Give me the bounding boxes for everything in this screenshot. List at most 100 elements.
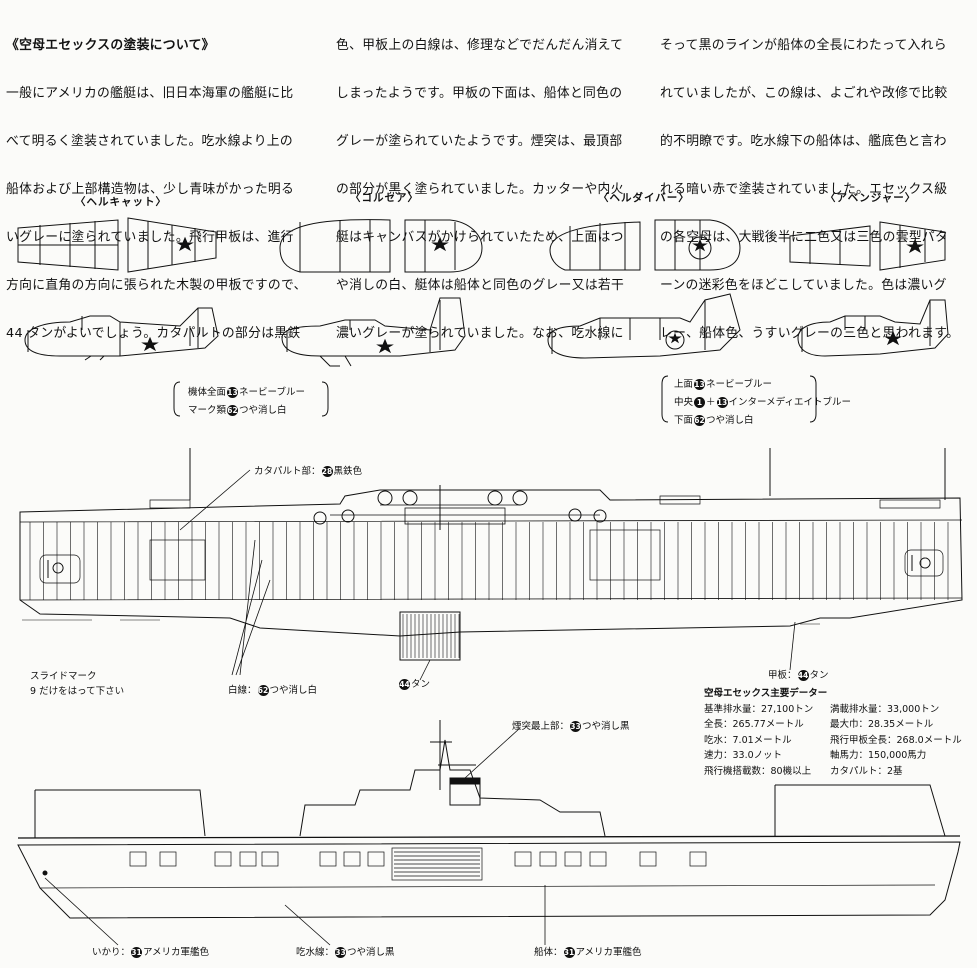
article-line: 一般にアメリカの艦艇は、旧日本海軍の艦艇に比 xyxy=(6,86,294,101)
legend-color: インターメディエイトブルー xyxy=(728,397,851,408)
legend-color: つや消し白 xyxy=(706,415,754,426)
article-line: 船体および上部構造物は、少し青味がかった明る xyxy=(6,182,295,197)
callout-anchor: いかり：31アメリカ軍艦色 xyxy=(92,944,209,958)
article-line: の各空母は、大戦後半に二色又は三色の雲型パタ xyxy=(660,230,949,245)
paint-number-badge: 31 xyxy=(563,947,575,958)
legend-text: 上面 xyxy=(674,379,694,390)
article-heading: 《空母エセックスの塗装について》 xyxy=(6,38,215,53)
hangar-opening xyxy=(564,851,582,867)
spec-row: 基準排水量：27,100トン 満載排水量：33,000トン xyxy=(704,702,962,718)
paint-number-badge: 62 xyxy=(257,685,269,696)
paint-number-badge: 1 xyxy=(694,397,706,408)
legend-text: 中央 xyxy=(674,397,694,408)
callout-deck: 甲板：44タン xyxy=(768,667,829,681)
hangar-opening xyxy=(159,851,177,867)
callout-text: 船体： xyxy=(534,947,563,958)
spec-row: 全長：265.77メートル 最大巾：28.35メートル xyxy=(704,717,962,733)
legend-right-row: 下面62つや消し白 xyxy=(674,412,754,426)
flight-deck-plan xyxy=(19,448,963,661)
callout-funnel: 煙突最上部：33つや消し黒 xyxy=(512,718,630,732)
paint-number-badge: 31 xyxy=(131,947,143,958)
callout-color: タン xyxy=(411,679,431,690)
paint-number-badge: 62 xyxy=(694,415,706,426)
legend-bracket-left xyxy=(321,381,329,417)
spec-cell: 最大巾：28.35メートル xyxy=(830,719,934,730)
hangar-opening xyxy=(514,851,532,867)
hangar-opening xyxy=(689,851,707,867)
hangar-opening xyxy=(261,851,279,867)
legend-text: マーク類 xyxy=(188,405,227,416)
legend-color: つや消し白 xyxy=(239,405,287,416)
legend-color: ネービーブルー xyxy=(706,379,772,390)
legend-left-row: マーク類62つや消し白 xyxy=(188,402,287,416)
spec-cell: カタパルト：2基 xyxy=(830,765,903,777)
callout-text: 吃水線： xyxy=(296,947,335,958)
callout-text: いかり： xyxy=(92,947,131,958)
callout-text: 煙突最上部： xyxy=(512,721,570,732)
article-line: れていましたが、この線は、よごれや改修で比較 xyxy=(660,86,948,101)
callout-text: 甲板： xyxy=(768,670,797,681)
article-line: グレーが塗られていたようです。煙突は、最頂部 xyxy=(336,134,623,149)
spec-table: 空母エセックス主要データー 基準排水量：27,100トン満載排水量：33,000… xyxy=(704,686,962,779)
spec-cell: 吃水：7.01メートル xyxy=(704,734,792,746)
article-line: そって黒のラインが船体の全長にわたって入れら xyxy=(660,38,947,53)
callout-waterline: 吃水線：33つや消し黒 xyxy=(296,944,395,958)
hellcat-wings xyxy=(17,217,217,273)
legend-color: ネービーブルー xyxy=(239,387,305,398)
spec-cell: 全長：265.77メートル xyxy=(704,719,804,730)
spec-cell: 軸馬力：150,000馬力 xyxy=(830,750,927,761)
article-line: べて明るく塗装されていました。吃水線より上の xyxy=(6,134,293,149)
article-line: しまったようです。甲板の下面は、船体と同色の xyxy=(336,86,623,101)
spec-row: 速力：33.0ノット 軸馬力：150,000馬力 xyxy=(704,748,962,764)
plane-title-hellcat: 〈ヘルキャット〉 xyxy=(75,196,167,208)
legend-left-row: 機体全面13ネービーブルー xyxy=(188,384,305,398)
article-line: いグレーに塗られていました。飛行甲板は、進行 xyxy=(6,230,294,245)
hangar-opening xyxy=(539,851,557,867)
callout-color: 黒鉄色 xyxy=(333,466,363,477)
article-line: 色、甲板上の白線は、修理などでだんだん消えて xyxy=(336,38,624,53)
paint-number-badge: 33 xyxy=(570,721,582,732)
callout-color: タン xyxy=(809,670,829,681)
plane-title-helldiver: 〈ヘルダイバー〉 xyxy=(598,192,690,204)
callout-slide-mark: スライドマーク xyxy=(30,671,97,682)
spec-cell: 満載排水量：33,000トン xyxy=(830,703,940,715)
hangar-opening xyxy=(639,851,657,867)
spec-cell: 速力：33.0ノット xyxy=(704,750,782,761)
article-line: の部分が黒く塗られていました。カッターや内火 xyxy=(336,182,624,197)
hangar-opening xyxy=(391,847,483,881)
legend-bracket-left xyxy=(173,381,181,417)
hangar-opening xyxy=(589,851,607,867)
callout-slide-note: 9 だけをはって下さい xyxy=(30,686,125,697)
paint-number-badge: 33 xyxy=(335,947,347,958)
callout-leaders xyxy=(44,469,796,946)
hangar-opening xyxy=(129,851,147,867)
article-line: 方向に直角の方向に張られた木製の甲板ですので、 xyxy=(6,278,307,293)
corsair-wings xyxy=(279,219,483,273)
article-line: や消しの白、艇体は船体と同色のグレー又は若干 xyxy=(336,278,625,293)
plane-title-corsair: 〈コルセア〉 xyxy=(350,192,419,204)
paint-number-badge: 13 xyxy=(694,379,706,390)
corsair-profile xyxy=(281,297,466,367)
article-column-3: そって黒のラインが船体の全長にわたって入れら れていましたが、この線は、よごれや… xyxy=(660,6,959,358)
spec-cell: 飛行機搭載数：80機以上 xyxy=(704,765,812,777)
ship-side-profile xyxy=(17,720,961,919)
avenger-wings xyxy=(789,221,946,271)
article-line: れる暗い赤で塗装されていました。エセックス級 xyxy=(660,182,948,197)
legend-right-row: 上面13ネービーブルー xyxy=(674,376,772,390)
paint-number-badge: 13 xyxy=(227,387,239,398)
hangar-opening xyxy=(343,851,361,867)
hangar-opening xyxy=(214,851,232,867)
callout-hull: 船体：31アメリカ軍艦色 xyxy=(534,944,642,958)
article-line: 的不明瞭です。吃水線下の船体は、艦底色と言わ xyxy=(660,134,947,149)
spec-row: 吃水：7.01メートル飛行甲板全長：268.0メートル xyxy=(704,733,962,749)
spec-cell: 基準排水量：27,100トン xyxy=(704,703,814,715)
callout-white-line: 白線：62つや消し白 xyxy=(228,682,317,696)
avenger-profile xyxy=(797,299,949,357)
hellcat-profile xyxy=(24,307,219,361)
callout-color: アメリカ軍艦色 xyxy=(575,947,642,958)
article-line: 44 タンがよいでしょう。カタパルトの部分は黒鉄 xyxy=(6,326,301,341)
callout-catapult: カタパルト部：28黒鉄色 xyxy=(254,463,362,477)
callout-tan: 44タン xyxy=(398,676,430,690)
